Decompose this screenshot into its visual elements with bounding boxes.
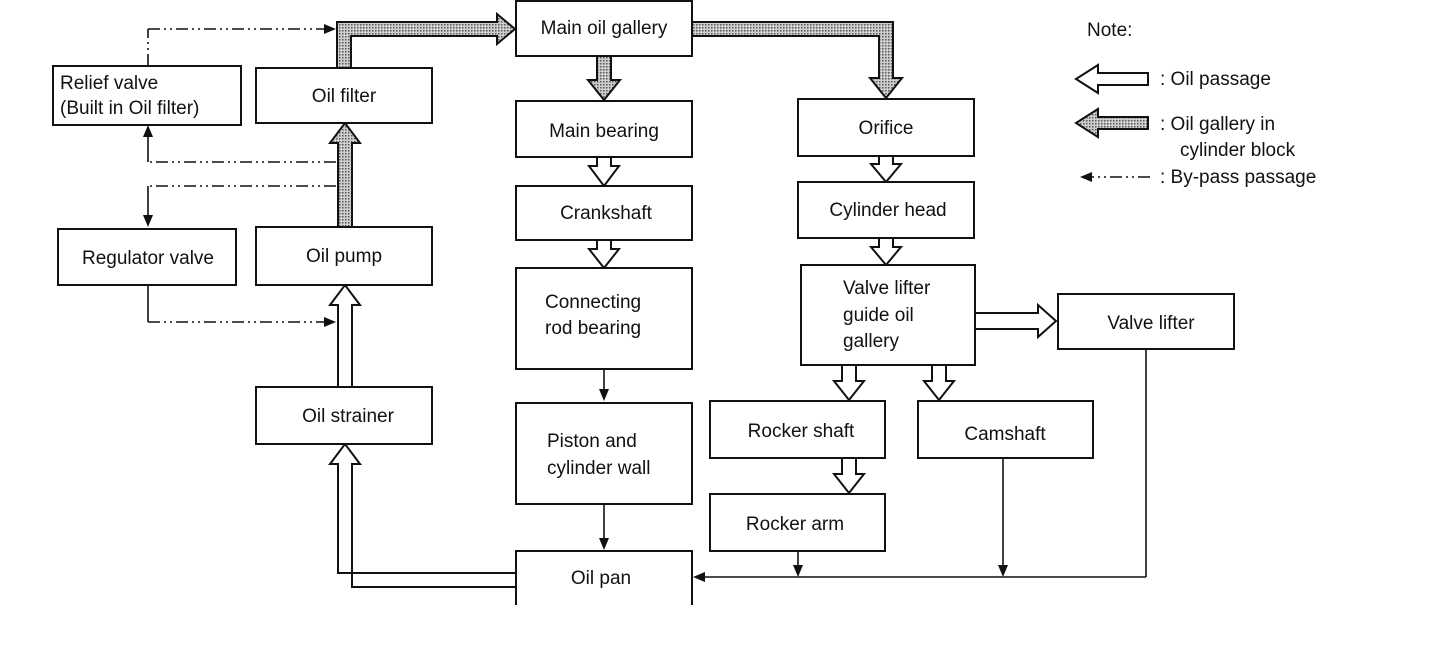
node-rocker-shaft: Rocker shaft <box>709 400 886 459</box>
guide-to-camshaft-arrow <box>921 364 957 402</box>
legend: Note: : Oil passage : Oil gallery in cyl… <box>1074 20 1316 188</box>
node-main-bearing: Main bearing <box>515 100 693 158</box>
bypass-pump-to-regulator <box>143 185 336 227</box>
strainer-to-pump-arrow <box>328 283 362 388</box>
label-connecting-rod-1: Connecting <box>545 292 641 313</box>
label-connecting-rod-2: rod bearing <box>545 318 641 339</box>
node-connecting-rod-bearing: Connecting rod bearing <box>515 267 693 370</box>
label-valve-lifter: Valve lifter <box>1107 313 1195 334</box>
node-main-oil-gallery: Main oil gallery <box>515 0 693 57</box>
node-crankshaft: Crankshaft <box>515 185 693 241</box>
cylinder-head-to-guide-arrow <box>868 237 904 267</box>
node-regulator-valve: Regulator valve <box>57 228 237 286</box>
node-camshaft: Camshaft <box>917 400 1094 459</box>
legend-oil-gallery-label-1: : Oil gallery in <box>1160 114 1275 135</box>
bypass-regulator-to-pump <box>147 285 336 327</box>
guide-to-rocker-shaft-arrow <box>831 364 867 402</box>
label-regulator-valve: Regulator valve <box>82 248 214 269</box>
legend-oil-passage-label: : Oil passage <box>1160 69 1271 90</box>
label-main-oil-gallery: Main oil gallery <box>541 18 668 39</box>
label-guide-3: gallery <box>843 331 899 352</box>
return-lines-to-pan <box>693 349 1147 582</box>
orifice-to-cylinder-head-arrow <box>868 155 904 184</box>
gallery-to-main-bearing-arrow <box>585 55 623 102</box>
node-orifice: Orifice <box>797 98 975 157</box>
node-oil-pan: Oil pan <box>515 550 693 611</box>
legend-oil-gallery-label-2: cylinder block <box>1180 140 1296 161</box>
node-rocker-arm: Rocker arm <box>709 493 886 552</box>
label-rocker-arm: Rocker arm <box>746 514 844 535</box>
node-oil-pump: Oil pump <box>255 226 433 286</box>
label-piston-2: cylinder wall <box>547 458 650 479</box>
label-rocker-shaft: Rocker shaft <box>748 421 855 442</box>
bypass-relief-to-gallery <box>147 24 336 66</box>
label-camshaft: Camshaft <box>964 424 1046 445</box>
gallery-to-orifice-arrow <box>691 21 905 100</box>
node-valve-lifter: Valve lifter <box>1057 293 1235 350</box>
label-oil-strainer: Oil strainer <box>302 406 395 427</box>
label-relief-valve-2: (Built in Oil filter) <box>60 98 199 119</box>
rod-bearing-to-piston-arrow <box>599 369 609 401</box>
guide-to-valve-lifter-arrow <box>974 302 1058 340</box>
label-oil-pan: Oil pan <box>571 568 631 589</box>
label-guide-2: guide oil <box>843 305 914 326</box>
label-main-bearing: Main bearing <box>549 121 659 142</box>
legend-bypass: : By-pass passage <box>1080 167 1316 188</box>
node-relief-valve: Relief valve (Built in Oil filter) <box>52 65 242 126</box>
legend-bypass-label: : By-pass passage <box>1160 167 1316 188</box>
pump-to-filter-arrow <box>328 121 362 228</box>
label-oil-pump: Oil pump <box>306 246 382 267</box>
node-oil-strainer: Oil strainer <box>255 386 433 445</box>
legend-oil-passage: : Oil passage <box>1074 63 1271 95</box>
label-guide-1: Valve lifter <box>843 278 931 299</box>
crankshaft-to-rod-bearing-arrow <box>586 239 622 270</box>
bypass-pump-to-relief <box>143 125 336 163</box>
main-bearing-to-crankshaft-arrow <box>587 156 621 188</box>
node-oil-filter: Oil filter <box>255 67 433 124</box>
label-crankshaft: Crankshaft <box>560 203 653 224</box>
label-relief-valve-1: Relief valve <box>60 73 158 94</box>
legend-title: Note: <box>1087 20 1132 41</box>
rocker-shaft-to-rocker-arm-arrow <box>831 457 867 495</box>
node-piston-cylinder-wall: Piston and cylinder wall <box>515 402 693 505</box>
node-cylinder-head: Cylinder head <box>797 181 975 239</box>
label-cylinder-head: Cylinder head <box>829 200 946 221</box>
label-oil-filter: Oil filter <box>312 86 377 107</box>
label-piston-1: Piston and <box>547 431 637 452</box>
pan-to-strainer-arrow <box>328 442 516 588</box>
node-valve-lifter-guide-gallery: Valve lifter guide oil gallery <box>800 264 976 366</box>
label-orifice: Orifice <box>859 118 914 139</box>
piston-to-pan-arrow <box>599 504 609 550</box>
legend-oil-gallery: : Oil gallery in cylinder block <box>1074 107 1296 161</box>
